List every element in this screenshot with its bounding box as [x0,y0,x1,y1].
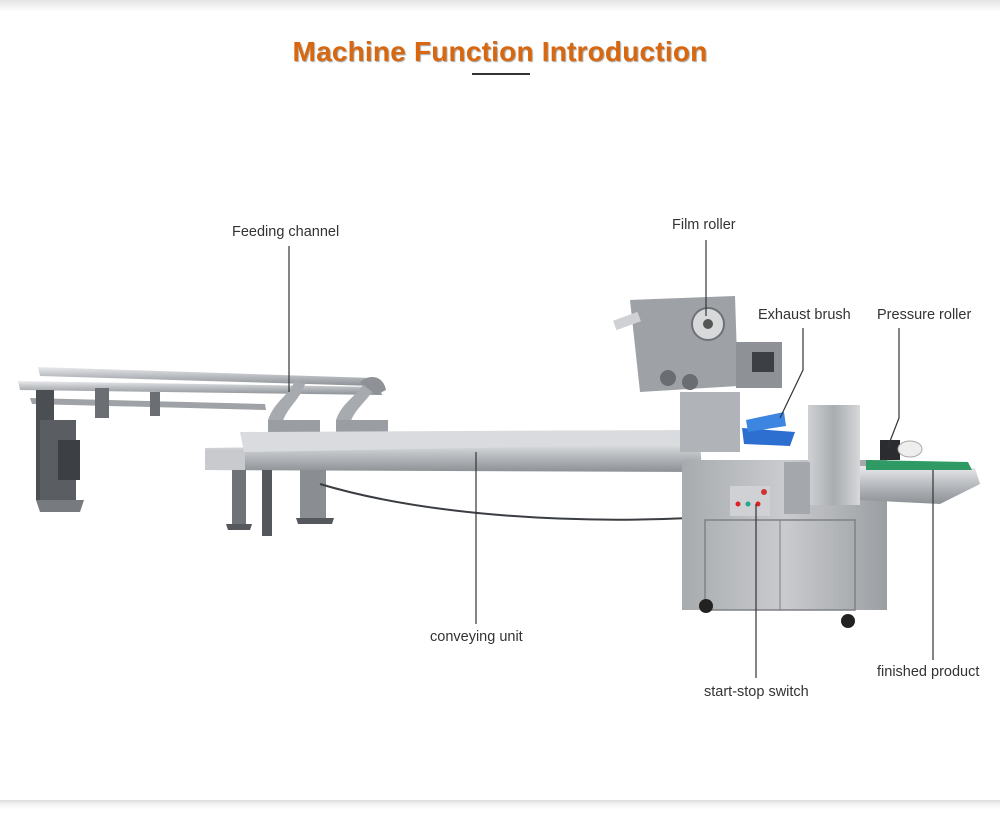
label-exhaust-brush: Exhaust brush [758,307,851,323]
conveyor-frame [205,430,702,536]
label-film-roller: Film roller [672,217,736,233]
machine-body [613,296,980,628]
title-underline [472,73,530,75]
label-conveying-unit: conveying unit [430,629,523,645]
label-finished-product: finished product [877,664,980,680]
bottom-shadow-bar [0,800,1000,827]
top-shadow-bar [0,0,1000,12]
page-title: Machine Function Introduction [292,36,708,67]
label-pressure-roller: Pressure roller [877,307,972,323]
label-feeding-channel: Feeding channel [232,224,340,240]
label-start-stop-switch: start-stop switch [704,684,809,700]
feeding-rails [18,367,382,512]
leader-lines [288,240,934,678]
